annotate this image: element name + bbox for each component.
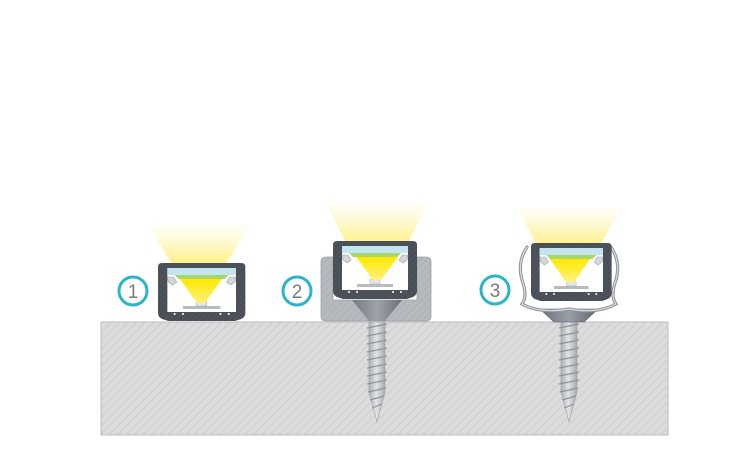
light-beam-glow <box>517 208 620 252</box>
number-badge-1: 1 <box>117 275 149 307</box>
light-beam-core <box>180 279 222 303</box>
screw-head <box>352 300 402 321</box>
svg-text:1: 1 <box>128 282 139 303</box>
variant-3: 3 <box>479 208 620 423</box>
svg-text:2: 2 <box>292 282 303 303</box>
variant-1: 1 <box>117 225 250 322</box>
svg-text:3: 3 <box>490 281 501 302</box>
number-badge-3: 3 <box>479 274 511 306</box>
number-badge-2: 2 <box>281 275 313 307</box>
variant-2: 2 <box>281 204 432 423</box>
light-beam-core <box>550 259 590 282</box>
light-beam-glow <box>326 204 428 250</box>
light-beam-glow <box>148 225 250 270</box>
profile-holder <box>320 256 432 322</box>
light-beam-core <box>356 257 398 280</box>
